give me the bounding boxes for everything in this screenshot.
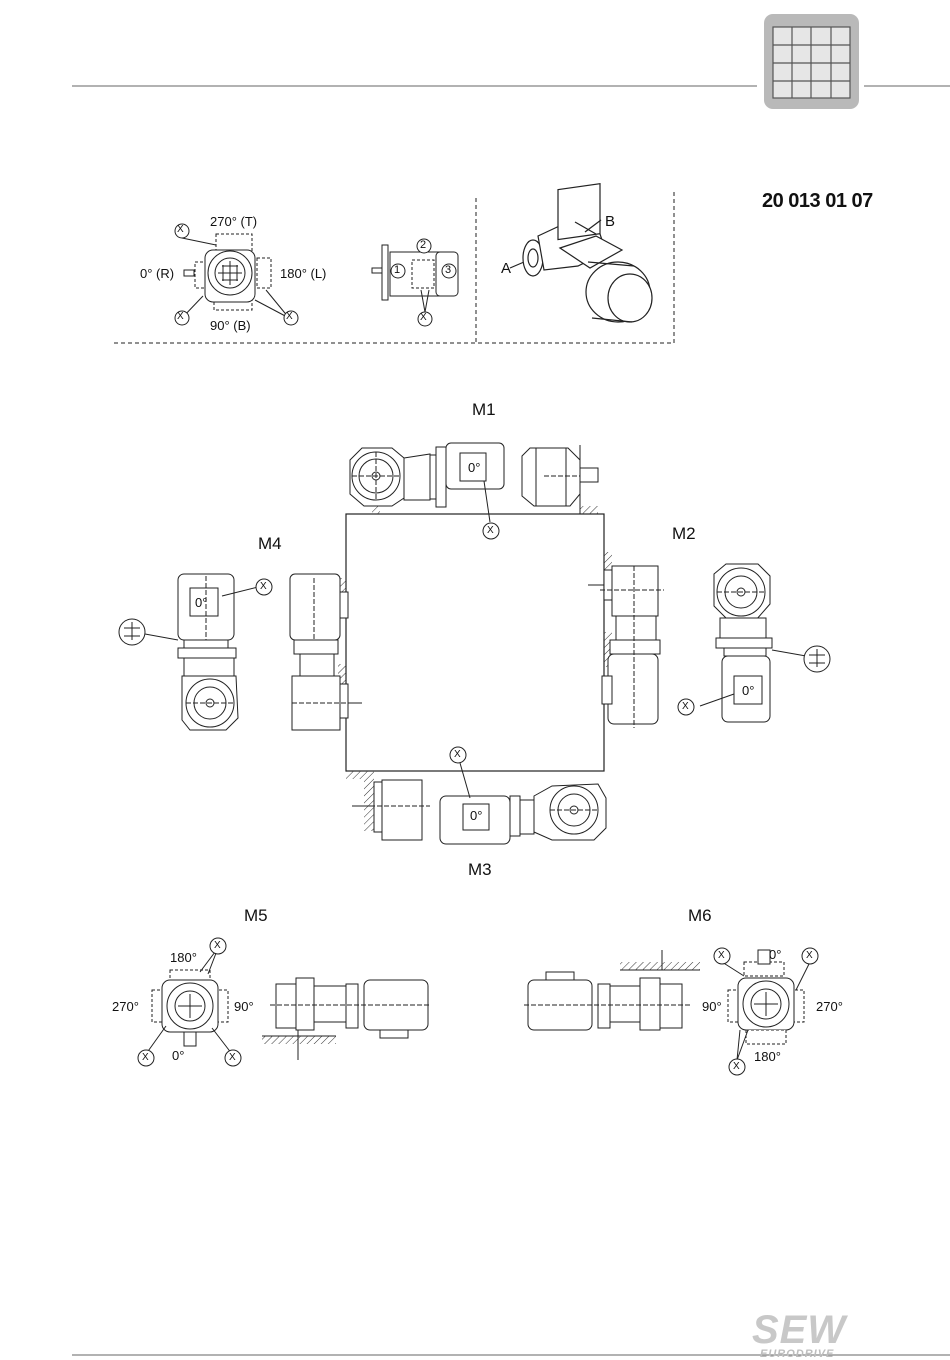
- m3-terminal-box-label: 0°: [470, 808, 482, 823]
- legend-x-mark-4: X: [420, 312, 427, 323]
- legend-x-mark-3: X: [286, 311, 293, 322]
- legend-x-mark-1: X: [177, 224, 184, 235]
- x-label-m1: X: [487, 525, 494, 536]
- legend-side-b: B: [605, 213, 615, 230]
- legend-circle-2: 2: [420, 239, 426, 251]
- legend-circle-1: 1: [394, 264, 400, 276]
- x-label-m6-right: X: [806, 950, 813, 961]
- legend-circle-3: 3: [445, 264, 451, 276]
- sew-eurodrive-logo: SEW EURODRIVE: [752, 1312, 862, 1360]
- document-code: 20 013 01 07: [762, 190, 873, 213]
- x-label-m5-right: X: [229, 1052, 236, 1063]
- legend-side-a: A: [501, 260, 511, 277]
- logo-sub: EURODRIVE: [760, 1348, 862, 1360]
- m3-gearmotor: [352, 763, 606, 844]
- m6-angle-180: 180°: [754, 1049, 781, 1064]
- m6-label: M6: [688, 906, 712, 926]
- m5-angle-90: 90°: [234, 999, 254, 1014]
- m2-terminal-box-label: 0°: [742, 683, 754, 698]
- m2-gearmotor: [588, 564, 806, 728]
- m6-angle-270: 270°: [816, 999, 843, 1014]
- legend-180-label: 180° (L): [280, 266, 326, 281]
- m6-angle-90: 90°: [702, 999, 722, 1014]
- logo-brand: SEW: [752, 1312, 862, 1348]
- x-label-m3: X: [454, 749, 461, 760]
- m1-terminal-box-label: 0°: [468, 460, 480, 475]
- m5-label: M5: [244, 906, 268, 926]
- x-label-m2: X: [682, 701, 689, 712]
- x-label-m5-left: X: [142, 1052, 149, 1063]
- x-label-m6-bottom: X: [733, 1061, 740, 1072]
- m5-angle-180: 180°: [170, 950, 197, 965]
- legend-0-label: 0° (R): [140, 266, 174, 281]
- legend-x-mark-2: X: [177, 311, 184, 322]
- m2-breather-icon: [804, 646, 830, 672]
- m5-angle-0: 0°: [172, 1048, 184, 1063]
- section-grid-icon: [764, 14, 859, 109]
- legend-isometric-motor: [510, 184, 652, 322]
- legend-270-label: 270° (T): [210, 214, 257, 229]
- m1-label: M1: [472, 400, 496, 420]
- legend-90-label: 90° (B): [210, 318, 251, 333]
- x-label-m6-left: X: [718, 950, 725, 961]
- m4-breather-icon: [119, 619, 145, 645]
- m4-label: M4: [258, 534, 282, 554]
- m1-gearmotor: [350, 443, 598, 522]
- m6-gearmotor: [524, 950, 810, 1060]
- legend-side-view: [372, 239, 458, 326]
- m5-angle-270: 270°: [112, 999, 139, 1014]
- m2-label: M2: [672, 524, 696, 544]
- x-label-m4: X: [260, 581, 267, 592]
- m3-label: M3: [468, 860, 492, 880]
- m6-angle-0: 0°: [769, 947, 781, 962]
- m4-gearmotor: [145, 574, 362, 730]
- m4-terminal-box-label: 0°: [195, 595, 207, 610]
- x-label-m5-top: X: [214, 940, 221, 951]
